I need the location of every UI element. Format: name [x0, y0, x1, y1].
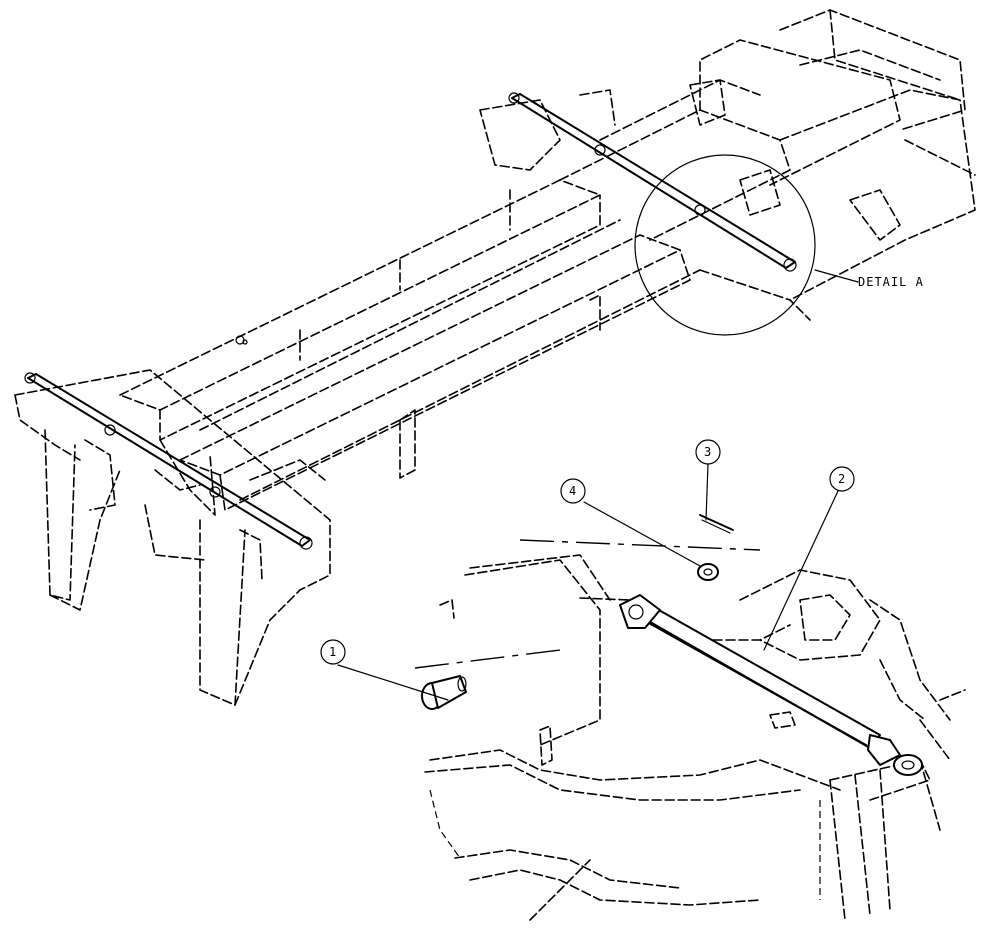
detail-view: [424, 554, 966, 921]
frame-cylinders: [24, 92, 797, 550]
svg-text:4: 4: [569, 484, 576, 498]
main-frame: [14, 9, 976, 706]
centerlines: [414, 539, 761, 669]
pin-part-1: [421, 675, 467, 710]
washer-part-4: [697, 563, 719, 581]
detail-a-label: DETAIL A: [858, 275, 924, 289]
svg-text:1: 1: [329, 645, 336, 659]
svg-text:2: 2: [838, 472, 845, 486]
callout-3: 3: [695, 439, 721, 521]
detail-circle: [634, 154, 816, 336]
detail-a-marker: DETAIL A: [634, 154, 924, 336]
callout-2: 2: [763, 466, 855, 651]
cylinder-part-2: [619, 594, 923, 776]
callout-4: 4: [560, 478, 701, 567]
svg-text:3: 3: [704, 445, 711, 459]
cotter-pin-part-3: [699, 514, 734, 534]
callout-1: 1: [320, 639, 449, 701]
